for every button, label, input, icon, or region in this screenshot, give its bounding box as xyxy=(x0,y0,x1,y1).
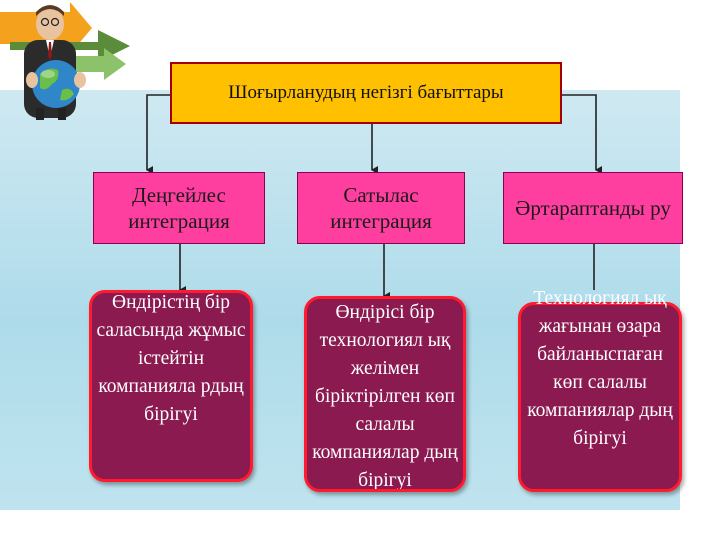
description-text: Технологиял ық жағынан өзара байланыспағ… xyxy=(527,288,673,449)
diagram-title: Шоғырланудың негізгі бағыттары xyxy=(170,62,562,124)
description-horizontal-integration: Өндірістің бір саласында жұмыс істейтін … xyxy=(89,290,253,482)
description-text: Өндірістің бір саласында жұмыс істейтін … xyxy=(96,292,246,425)
category-vertical-integration: Сатылас интеграция xyxy=(297,172,465,244)
category-horizontal-integration: Деңгейлес интеграция xyxy=(93,172,265,244)
description-vertical-integration: Өндірісі бір технологиял ық желімен бірі… xyxy=(304,296,466,492)
connector-left xyxy=(146,94,170,174)
background-right-strip xyxy=(680,90,720,510)
description-diversification: Технологиял ық жағынан өзара байланыспағ… xyxy=(518,288,682,492)
businessman-with-globe-icon xyxy=(0,2,130,120)
category-diversification: Әртараптанды ру xyxy=(503,172,683,244)
description-text: Өндірісі бір технологиял ық желімен бірі… xyxy=(312,302,458,491)
connector-right xyxy=(562,94,602,174)
